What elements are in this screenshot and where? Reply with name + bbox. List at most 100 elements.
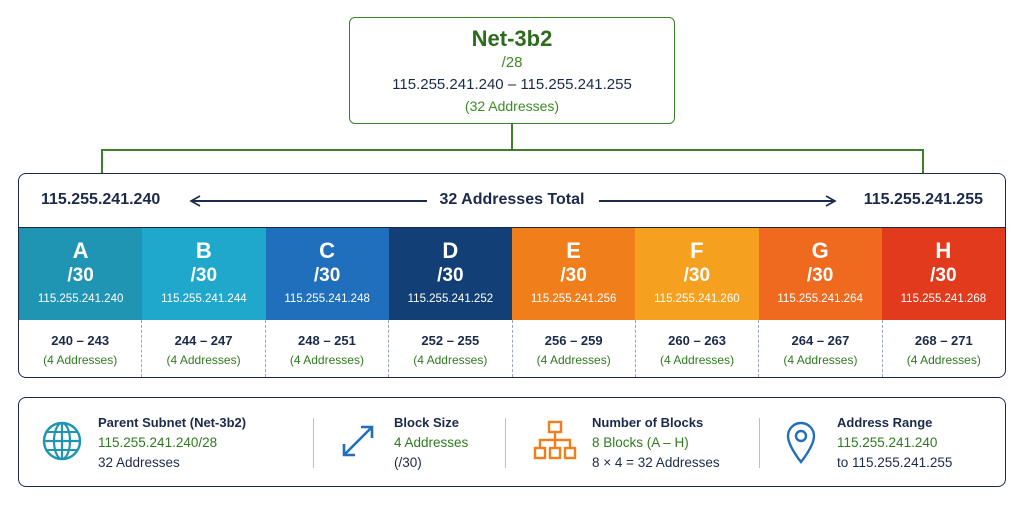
subnet-block-b: B /30 115.255.241.244	[142, 228, 266, 320]
summary-divider	[313, 418, 314, 468]
block-range-span: 252 – 255	[421, 333, 480, 348]
parent-subnet-count: (32 Addresses)	[464, 98, 560, 114]
block-range-count: (4 Addresses)	[783, 353, 858, 367]
summary-blocks-title: Number of Blocks	[592, 415, 704, 430]
summary-parent-subnet: Parent Subnet (Net-3b2) 115.255.241.240/…	[19, 398, 309, 486]
block-letter: G	[811, 238, 829, 263]
block-range-b: 244 – 247 (4 Addresses)	[142, 320, 266, 377]
summary-block-size: Block Size 4 Addresses (/30)	[319, 398, 519, 486]
range-arrow-line-left	[191, 200, 427, 202]
summary-parent-title: Parent Subnet (Net-3b2)	[98, 415, 247, 430]
summary-number-of-blocks: Number of Blocks 8 Blocks (A – H) 8 × 4 …	[511, 398, 781, 486]
range-end-address: 115.255.241.255	[863, 191, 983, 208]
block-network-address: 115.255.241.256	[530, 293, 617, 305]
range-arrow-line-right	[599, 200, 835, 202]
block-prefix: /30	[806, 265, 834, 286]
subnet-block-row: A /30 115.255.241.240 B /30 115.255.241.…	[19, 228, 1005, 320]
block-network-address: 115.255.241.264	[777, 293, 863, 305]
summary-panel: Parent Subnet (Net-3b2) 115.255.241.240/…	[18, 397, 1006, 487]
summary-block-size-title: Block Size	[394, 415, 460, 430]
globe-icon	[41, 420, 83, 467]
subnet-block-f: F /30 115.255.241.260	[635, 228, 759, 320]
block-range-span: 240 – 243	[51, 333, 110, 348]
block-range-a: 240 – 243 (4 Addresses)	[19, 320, 143, 377]
arrow-right-icon	[825, 195, 837, 207]
range-start-address: 115.255.241.240	[41, 191, 161, 208]
summary-parent-cidr: 115.255.241.240/28	[98, 435, 218, 450]
summary-address-range: Address Range 115.255.241.240 to 115.255…	[765, 398, 1005, 486]
summary-block-size-prefix: (/30)	[394, 455, 422, 470]
block-range-row: 240 – 243 (4 Addresses) 244 – 247 (4 Add…	[19, 320, 1005, 377]
block-network-address: 115.255.241.240	[37, 293, 124, 305]
block-range-span: 268 – 271	[914, 333, 973, 348]
block-prefix: /30	[930, 265, 957, 286]
block-range-h: 268 – 271 (4 Addresses)	[883, 320, 1005, 377]
block-range-f: 260 – 263 (4 Addresses)	[636, 320, 760, 377]
subnet-block-g: G /30 115.255.241.264	[758, 228, 882, 320]
parent-subnet-prefix: /28	[501, 54, 523, 71]
arrow-left-icon	[189, 195, 201, 207]
hierarchy-icon	[533, 420, 577, 467]
block-letter: H	[935, 238, 952, 263]
block-range-e: 256 – 259 (4 Addresses)	[513, 320, 636, 377]
block-range-count: (4 Addresses)	[43, 353, 118, 367]
block-letter: F	[690, 238, 704, 263]
parent-subnet-name: Net-3b2	[471, 26, 553, 51]
parent-subnet-box: Net-3b2 /28 115.255.241.240 – 115.255.24…	[349, 17, 675, 124]
block-range-span: 248 – 251	[298, 333, 356, 348]
block-range-count: (4 Addresses)	[536, 353, 611, 367]
connector-left-drop	[101, 149, 103, 173]
summary-parent-count: 32 Addresses	[98, 455, 180, 470]
block-range-span: 260 – 263	[668, 333, 726, 348]
block-range-count: (4 Addresses)	[413, 353, 488, 367]
subnet-block-d: D /30 115.255.241.252	[388, 228, 512, 320]
summary-range-start: 115.255.241.240	[837, 435, 938, 450]
block-letter: C	[319, 238, 336, 263]
block-range-d: 252 – 255 (4 Addresses)	[389, 320, 513, 377]
resize-arrows-icon	[339, 422, 377, 465]
block-network-address: 115.255.241.248	[284, 293, 370, 305]
block-prefix: /30	[683, 265, 711, 286]
summary-range-title: Address Range	[837, 415, 933, 430]
summary-divider	[505, 418, 506, 468]
block-prefix: /30	[437, 265, 464, 286]
block-range-c: 248 – 251 (4 Addresses)	[266, 320, 390, 377]
summary-block-size-value: 4 Addresses	[394, 435, 469, 450]
location-pin-icon	[785, 420, 817, 469]
summary-range-end: to 115.255.241.255	[837, 455, 953, 470]
block-range-span: 264 – 267	[791, 333, 850, 348]
summary-blocks-formula: 8 × 4 = 32 Addresses	[592, 455, 720, 470]
subnet-blocks-frame: 115.255.241.240 32 Addresses Total 115.2…	[18, 173, 1006, 378]
block-network-address: 115.255.241.268	[900, 293, 987, 305]
connector-vertical-top	[511, 124, 513, 150]
subnet-block-c: C /30 115.255.241.248	[265, 228, 389, 320]
block-range-count: (4 Addresses)	[166, 353, 241, 367]
block-network-address: 115.255.241.244	[161, 293, 247, 305]
block-letter: E	[566, 238, 581, 263]
parent-subnet-range: 115.255.241.240 – 115.255.241.255	[392, 76, 632, 93]
block-range-count: (4 Addresses)	[906, 353, 981, 367]
block-range-span: 244 – 247	[174, 333, 233, 348]
block-network-address: 115.255.241.260	[654, 293, 740, 305]
address-range-bar: 115.255.241.240 32 Addresses Total 115.2…	[19, 174, 1005, 228]
block-prefix: /30	[313, 265, 341, 286]
block-range-g: 264 – 267 (4 Addresses)	[759, 320, 883, 377]
connector-horizontal	[101, 149, 923, 151]
subnet-block-h: H /30 115.255.241.268	[881, 228, 1005, 320]
connector-right-drop	[922, 149, 924, 173]
block-prefix: /30	[560, 265, 587, 286]
block-network-address: 115.255.241.252	[407, 293, 494, 305]
summary-divider	[759, 418, 760, 468]
block-range-count: (4 Addresses)	[289, 353, 364, 367]
summary-blocks-value: 8 Blocks (A – H)	[592, 435, 689, 450]
block-letter: B	[195, 238, 212, 263]
subnet-block-e: E /30 115.255.241.256	[512, 228, 636, 320]
block-prefix: /30	[190, 265, 218, 286]
subnet-block-a: A /30 115.255.241.240	[19, 228, 143, 320]
block-letter: D	[442, 238, 459, 263]
block-letter: A	[72, 238, 89, 263]
block-prefix: /30	[67, 265, 94, 286]
range-total-label: 32 Addresses Total	[439, 191, 585, 208]
block-range-span: 256 – 259	[544, 333, 603, 348]
block-range-count: (4 Addresses)	[660, 353, 735, 367]
